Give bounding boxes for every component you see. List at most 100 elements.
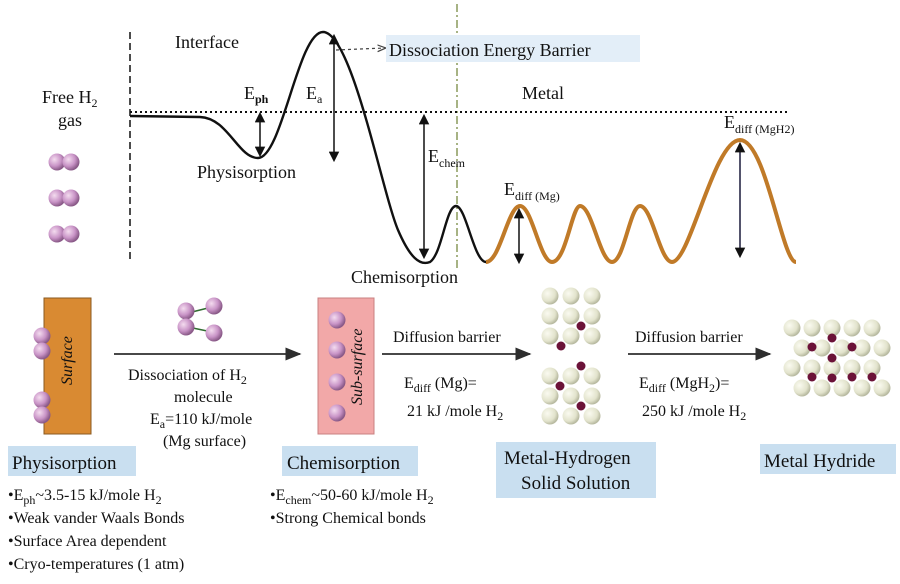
physisorbed-molecules — [33, 327, 51, 424]
metal-atom — [583, 387, 601, 405]
hydrogen-atom — [576, 321, 586, 331]
metal-atom — [813, 379, 831, 397]
hydrogen-atom — [847, 372, 857, 382]
phys-bullet-1: •Eph~3.5-15 kJ/mole H2 — [8, 487, 162, 507]
solid-solution-line2: Solid Solution — [521, 473, 631, 494]
metal-atom — [562, 287, 580, 305]
metal-atom — [803, 319, 821, 337]
step1-line2: molecule — [174, 389, 233, 406]
solid-solution-lattice — [541, 287, 601, 425]
subsurface-label: Sub-surface — [349, 329, 366, 405]
metal-atom — [833, 379, 851, 397]
metal-atom — [583, 367, 601, 385]
free-h2-label: Free H2 — [42, 87, 97, 110]
subsurface-slab — [317, 297, 375, 435]
metal-atom — [583, 287, 601, 305]
metal-atom — [823, 319, 841, 337]
barrier-label: Dissociation Energy Barrier — [389, 40, 591, 60]
metal-atom — [541, 287, 559, 305]
metal-atom — [853, 339, 871, 357]
gas-label: gas — [58, 110, 82, 130]
step3-line3: 250 kJ /mole H2 — [642, 403, 746, 423]
chemisorption-bullets: •Echem~50-60 kJ/mole H2 •Strong Chemical… — [270, 487, 434, 527]
hydrogen-atom — [847, 342, 857, 352]
metal-atom — [803, 359, 821, 377]
metal-atom — [541, 327, 559, 345]
ea-label: Ea — [306, 83, 323, 106]
hydrogen-atom — [827, 333, 837, 343]
metal-atom — [541, 367, 559, 385]
metal-atom — [541, 387, 559, 405]
hydrogen-atom — [867, 372, 877, 382]
chemisorption-box — [282, 446, 418, 476]
metal-atom — [562, 327, 580, 345]
metal-atom — [783, 359, 801, 377]
metal-atom — [873, 339, 891, 357]
hydrogen-atom — [576, 361, 586, 371]
step2-line1: Diffusion barrier — [393, 329, 501, 346]
ediff-mgh2-label: Ediff (MgH2) — [724, 112, 794, 136]
metal-label: Metal — [522, 83, 564, 103]
step1-line3: Ea=110 kJ/mole — [150, 411, 252, 431]
subsurface-atoms — [328, 311, 346, 422]
interface-label: Interface — [175, 32, 239, 52]
potential-curve-interface — [129, 30, 487, 265]
metal-atom — [793, 339, 811, 357]
hydrogen-atom — [576, 401, 586, 411]
echem-label: Echem — [428, 146, 466, 170]
phys-bullet-4: •Cryo-temperatures (1 atm) — [8, 556, 184, 573]
metal-atom — [583, 307, 601, 325]
physisorption-curve-label: Physisorption — [197, 162, 296, 182]
chemisorption-curve-label: Chemisorption — [351, 267, 458, 287]
metal-atom — [843, 319, 861, 337]
hydrogen-atom — [807, 372, 817, 382]
hydrogen-atom — [555, 381, 565, 391]
metal-atom — [863, 359, 881, 377]
hydrogen-atom — [827, 373, 837, 383]
solid-solution-line1: Metal-Hydrogen — [504, 448, 631, 469]
hydrogen-atom — [807, 342, 817, 352]
hydride-box — [760, 444, 896, 474]
physisorption-bullets: •Eph~3.5-15 kJ/mole H2 •Weak vander Waal… — [8, 487, 184, 573]
potential-curve-metal — [485, 137, 798, 265]
barrier-pointer — [335, 48, 385, 50]
solid-solution-box — [496, 442, 656, 498]
metal-atom — [562, 307, 580, 325]
barrier-label-box — [386, 35, 640, 62]
step1-line4: (Mg surface) — [163, 433, 246, 450]
metal-atom — [833, 339, 851, 357]
step1-line1: Dissociation of H2 — [128, 367, 247, 387]
hydrogen-atom — [556, 341, 566, 351]
surface-slab — [43, 297, 92, 435]
chem-bullet-2: •Strong Chemical bonds — [270, 510, 426, 527]
hydride-title: Metal Hydride — [764, 451, 875, 472]
step3-line2: Ediff (MgH2)= — [639, 375, 729, 395]
physisorption-title: Physisorption — [12, 453, 117, 474]
step2-line2: Ediff (Mg)= — [404, 375, 477, 395]
step3-line1: Diffusion barrier — [635, 329, 743, 346]
ediff-mg-label: Ediff (Mg) — [504, 179, 560, 203]
metal-atom — [583, 327, 601, 345]
free-h2-molecules — [48, 153, 80, 243]
chem-bullet-1: •Echem~50-60 kJ/mole H2 — [270, 487, 434, 507]
metal-atom — [823, 359, 841, 377]
metal-atom — [541, 307, 559, 325]
eph-label: Eph — [244, 83, 269, 106]
physisorption-box — [8, 446, 136, 476]
chemisorption-title: Chemisorption — [287, 453, 400, 474]
metal-atom — [562, 367, 580, 385]
dissociating-molecule — [177, 297, 223, 342]
metal-atom — [562, 407, 580, 425]
metal-atom — [783, 319, 801, 337]
metal-atom — [562, 387, 580, 405]
metal-atom — [793, 379, 811, 397]
phys-bullet-2: •Weak vander Waals Bonds — [8, 510, 184, 527]
metal-hydride-lattice — [783, 319, 891, 397]
surface-label: Surface — [59, 336, 76, 385]
metal-atom — [813, 339, 831, 357]
metal-atom — [541, 407, 559, 425]
hydrogen-atom — [827, 353, 837, 363]
metal-atom — [853, 379, 871, 397]
